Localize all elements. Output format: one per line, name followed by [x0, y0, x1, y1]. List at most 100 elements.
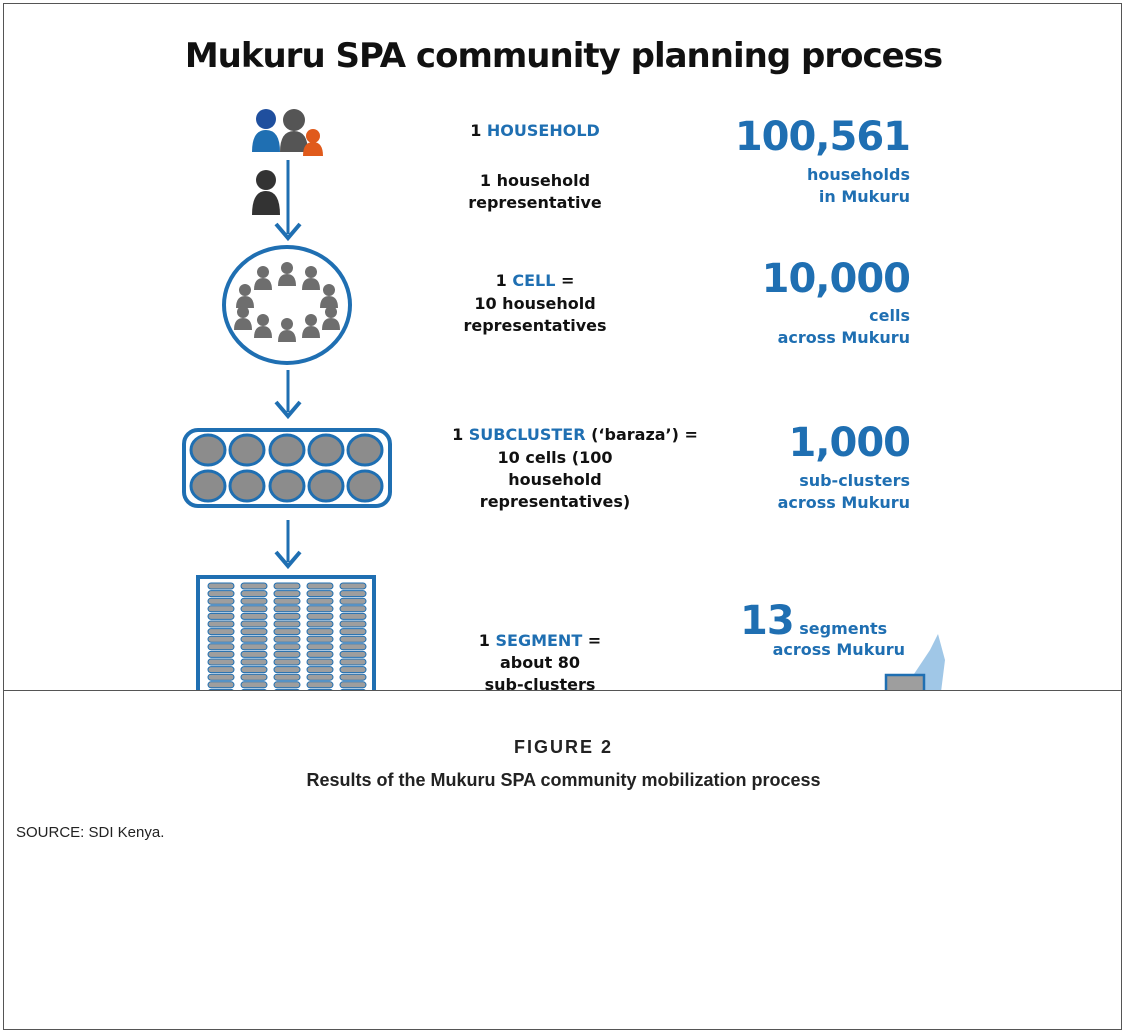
- segment-grid-icon: [196, 575, 376, 690]
- segment-pill: [340, 688, 366, 690]
- segment-pill: [273, 597, 301, 605]
- segment-pill: [273, 673, 301, 681]
- segment-pill: [208, 688, 234, 690]
- segment-pill: [339, 628, 367, 636]
- segment-pill: [240, 635, 268, 643]
- segment-pill: [306, 658, 334, 666]
- segment-pill: [306, 681, 334, 689]
- segment-pill: [240, 650, 268, 658]
- segment-pill: [207, 681, 235, 689]
- segment-pill: [339, 620, 367, 628]
- segment-pill: [273, 628, 301, 636]
- row-segment-description: about 80 sub-clusters: [484, 653, 596, 694]
- segment-pill: [240, 643, 268, 651]
- row-cell-label: 1 CELL =: [495, 271, 575, 290]
- row-household-label: 1 HOUSEHOLD: [470, 121, 600, 140]
- arrow-down-icon: [274, 160, 302, 242]
- segment-pill: [339, 650, 367, 658]
- segment-pill: [240, 605, 268, 613]
- segment-pill: [207, 620, 235, 628]
- segment-pill: [274, 688, 300, 690]
- subclusters-count: 1,000: [788, 420, 911, 466]
- segment-pill: [339, 605, 367, 613]
- segment-pill: [306, 635, 334, 643]
- segment-pill: [306, 643, 334, 651]
- segment-pill: [240, 658, 268, 666]
- segment-pill: [240, 597, 268, 605]
- segment-pill: [207, 643, 235, 651]
- row-household-description: 1 household representative: [468, 171, 602, 212]
- subclusters-caption: sub-clusters across Mukuru: [777, 471, 910, 512]
- caption-divider: [3, 690, 1122, 691]
- segment-pill: [339, 612, 367, 620]
- segment-pill: [207, 635, 235, 643]
- segments-count: 13: [740, 598, 795, 644]
- arrow-down-icon-2: [274, 370, 302, 420]
- segments-suffix: segments: [799, 619, 888, 638]
- segment-pill: [207, 666, 235, 674]
- arrow-down-icon-3: [274, 520, 302, 570]
- segment-pill: [306, 673, 334, 681]
- segment-pill: [273, 582, 301, 590]
- segment-pill: [240, 612, 268, 620]
- segment-pill: [306, 590, 334, 598]
- segment-pill: [306, 628, 334, 636]
- figure-label: FIGURE 2: [513, 737, 613, 757]
- households-count: 100,561: [734, 114, 911, 160]
- segment-pill: [273, 650, 301, 658]
- subcluster-grid-icon: [182, 428, 392, 508]
- segment-pill: [240, 620, 268, 628]
- segments-caption: across Mukuru: [772, 640, 905, 659]
- diagram-graphics: [182, 109, 945, 690]
- segment-pill: [339, 666, 367, 674]
- segment-pill: [307, 688, 333, 690]
- segments-count-block: 13 segments: [740, 598, 940, 644]
- cells-count: 10,000: [761, 256, 911, 302]
- segment-pill: [339, 681, 367, 689]
- segment-pill: [273, 658, 301, 666]
- cells-caption: cells across Mukuru: [777, 306, 910, 347]
- segment-pill: [240, 628, 268, 636]
- segment-pill: [306, 612, 334, 620]
- segment-pill: [207, 597, 235, 605]
- segment-pill: [306, 650, 334, 658]
- segment-pill: [240, 681, 268, 689]
- segment-pill: [207, 673, 235, 681]
- segment-pill: [240, 666, 268, 674]
- row-subcluster-description: 10 cells (100 household representatives): [479, 448, 631, 511]
- segment-pill: [207, 650, 235, 658]
- segment-pill: [339, 643, 367, 651]
- segment-pill: [273, 590, 301, 598]
- segment-pill: [207, 590, 235, 598]
- segment-pill: [306, 666, 334, 674]
- segment-pill: [306, 582, 334, 590]
- segment-pill: [339, 582, 367, 590]
- segment-pill: [240, 590, 268, 598]
- segment-pill: [207, 612, 235, 620]
- segment-pill: [240, 582, 268, 590]
- figure-caption: Results of the Mukuru SPA community mobi…: [306, 770, 821, 790]
- segment-pill: [273, 643, 301, 651]
- cell-circle-icon: [222, 245, 352, 365]
- figure-source: SOURCE: SDI Kenya.: [16, 824, 165, 841]
- household-people-icon: [252, 109, 323, 156]
- segment-pill: [273, 681, 301, 689]
- segment-pill: [273, 612, 301, 620]
- segment-pill: [273, 666, 301, 674]
- segment-pill: [306, 605, 334, 613]
- segment-pill: [273, 620, 301, 628]
- households-caption: households in Mukuru: [807, 165, 910, 206]
- segment-pill: [339, 658, 367, 666]
- segment-pill: [339, 597, 367, 605]
- diagram-title: Mukuru SPA community planning process: [184, 36, 943, 76]
- segment-pill: [339, 635, 367, 643]
- figure-frame: [3, 3, 1122, 1030]
- segment-pill: [207, 658, 235, 666]
- segments-map-icon: [884, 634, 945, 690]
- segment-pill: [339, 590, 367, 598]
- segment-pill: [306, 620, 334, 628]
- representative-icon: [252, 170, 280, 215]
- segment-pill: [306, 597, 334, 605]
- segment-pill: [241, 688, 267, 690]
- segment-pill: [273, 605, 301, 613]
